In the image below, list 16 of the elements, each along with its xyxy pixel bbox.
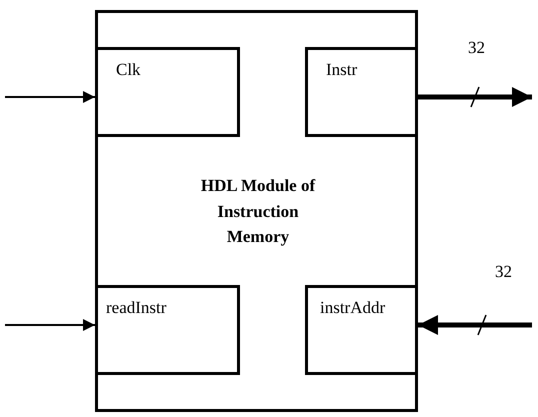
arrow xyxy=(418,87,532,107)
bus-width-label: 32 xyxy=(495,262,512,282)
port-label: Clk xyxy=(116,60,141,80)
port-label: instrAddr xyxy=(320,298,386,318)
port-box xyxy=(305,285,418,375)
port-label: readInstr xyxy=(106,298,166,318)
arrow xyxy=(5,91,95,103)
port-box xyxy=(95,47,240,137)
port-label: Instr xyxy=(326,60,358,80)
port-box xyxy=(95,285,240,375)
arrow xyxy=(5,319,95,331)
arrow xyxy=(418,315,532,335)
module-box xyxy=(95,10,418,412)
port-box xyxy=(305,47,418,137)
module-title: HDL Module of Instruction Memory xyxy=(200,175,316,248)
bus-width-label: 32 xyxy=(468,38,485,58)
